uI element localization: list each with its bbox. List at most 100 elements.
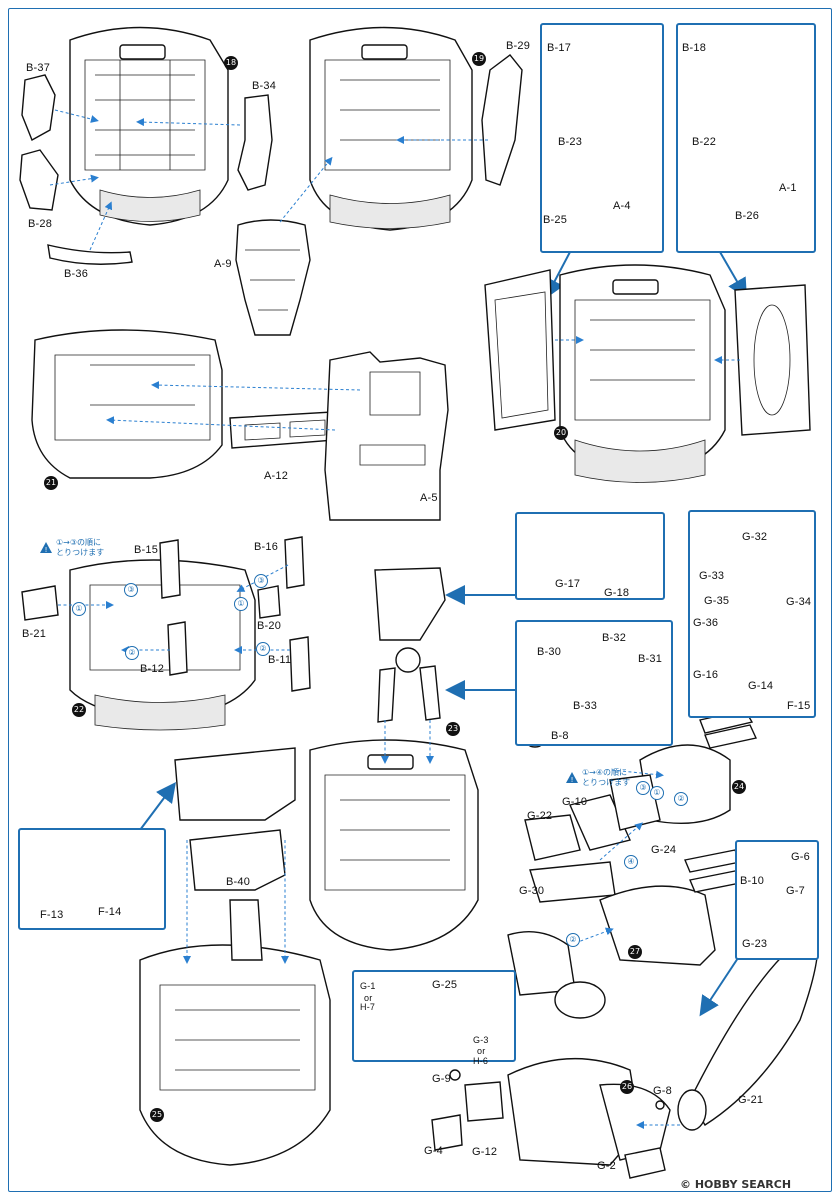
label-a1: A-1 <box>779 182 797 194</box>
label-b23: B-23 <box>558 136 583 148</box>
label-g25: G-25 <box>432 979 458 991</box>
step-badge-25: 25 <box>150 1108 164 1122</box>
label-g6: G-6 <box>791 851 810 863</box>
label-g2: G-2 <box>597 1160 616 1172</box>
parts-box-f13 <box>18 828 166 930</box>
step-badge-21: 21 <box>44 476 58 490</box>
label-g17: G-17 <box>555 578 581 590</box>
step-badge-20: 20 <box>554 426 568 440</box>
label-or-1: or <box>364 993 373 1003</box>
label-f15: F-15 <box>787 700 811 712</box>
label-b16: B-16 <box>254 541 279 553</box>
svg-text:!: ! <box>571 776 574 783</box>
torso-step20 <box>484 264 811 483</box>
label-b11: B-11 <box>268 654 292 666</box>
label-g32: G-32 <box>742 531 768 543</box>
parts-box-b30 <box>515 620 673 746</box>
head-step27 <box>507 849 746 1019</box>
torso-step19 <box>309 26 473 231</box>
step-badge-22: 22 <box>72 703 86 717</box>
label-g34: G-34 <box>786 596 812 608</box>
label-b18: B-18 <box>682 42 707 54</box>
label-f14: F-14 <box>98 906 122 918</box>
label-a9: A-9 <box>214 258 232 270</box>
label-b40: B-40 <box>226 876 251 888</box>
label-b30: B-30 <box>537 646 562 658</box>
label-g21: G-21 <box>738 1094 764 1106</box>
label-a12: A-12 <box>264 470 289 482</box>
label-b37: B-37 <box>26 62 51 74</box>
label-g10: G-10 <box>562 796 588 808</box>
label-g18: G-18 <box>604 587 630 599</box>
parts-step18 <box>19 74 273 265</box>
label-g8: G-8 <box>653 1085 672 1097</box>
note-order-1-4: ①→④の順に とりつけます <box>582 768 631 787</box>
label-g3: G-3 <box>473 1035 489 1045</box>
warning-icon: ! <box>40 542 52 553</box>
label-b36: B-36 <box>64 268 89 280</box>
parts-box-a4 <box>540 23 664 253</box>
order-circle-2c: ② <box>674 792 688 806</box>
label-g35: G-35 <box>704 595 730 607</box>
label-b10: B-10 <box>740 875 765 887</box>
order-circle-3b: ③ <box>254 574 268 588</box>
label-b29: B-29 <box>506 40 531 52</box>
label-b32: B-32 <box>602 632 627 644</box>
order-circle-1c: ① <box>650 786 664 800</box>
watermark: © HOBBY SEARCH <box>680 1178 792 1191</box>
label-a5: A-5 <box>420 492 438 504</box>
label-g30: G-30 <box>519 885 545 897</box>
label-h7: H-7 <box>360 1002 376 1012</box>
parts-box-g32 <box>688 510 816 718</box>
label-g4: G-4 <box>424 1145 443 1157</box>
parts-box-a1 <box>676 23 816 253</box>
step-badge-18: 18 <box>224 56 238 70</box>
head-step28 <box>431 1058 671 1179</box>
label-a4: A-4 <box>613 200 631 212</box>
label-g16: G-16 <box>693 669 719 681</box>
step-badge-24: 24 <box>732 780 746 794</box>
step-badge-23: 23 <box>446 722 460 736</box>
part-b29 <box>481 54 523 186</box>
order-circle-2: ② <box>125 646 139 660</box>
order-circle-2d: ② <box>566 933 580 947</box>
label-g23: G-23 <box>742 938 768 950</box>
head-step24 <box>524 709 758 903</box>
label-b20: B-20 <box>257 620 282 632</box>
label-h6: H-6 <box>473 1056 489 1066</box>
page-frame <box>8 8 832 1192</box>
note-order-1-3: ①→③の順に とりつけます <box>56 538 105 557</box>
torso-step22 <box>21 536 311 731</box>
torso-step25 <box>139 747 331 1166</box>
part-a9 <box>235 219 311 336</box>
parts-box-g17 <box>515 512 665 600</box>
part-g21 <box>677 929 819 1131</box>
label-f13: F-13 <box>40 909 64 921</box>
torso-step21 <box>31 329 223 479</box>
label-b22: B-22 <box>692 136 717 148</box>
label-g9: G-9 <box>432 1073 451 1085</box>
label-or-2: or <box>477 1046 486 1056</box>
label-b33: B-33 <box>573 700 598 712</box>
order-circle-3: ③ <box>124 583 138 597</box>
step-badge-27: 27 <box>628 945 642 959</box>
label-b15: B-15 <box>134 544 159 556</box>
part-a12 <box>229 411 336 449</box>
label-g7: G-7 <box>786 885 805 897</box>
warning-icon: ! <box>566 772 578 783</box>
label-b17: B-17 <box>547 42 572 54</box>
torso-step18 <box>69 26 229 226</box>
label-b12: B-12 <box>140 663 165 675</box>
step-badge-19: 19 <box>472 52 486 66</box>
label-g1: G-1 <box>360 981 376 991</box>
order-circle-1b: ① <box>234 597 248 611</box>
order-circle-3c: ③ <box>636 781 650 795</box>
label-b8: B-8 <box>551 730 569 742</box>
label-b25: B-25 <box>543 214 568 226</box>
head-inner-step23 <box>374 567 446 723</box>
label-b31: B-31 <box>638 653 663 665</box>
label-b21: B-21 <box>22 628 47 640</box>
order-circle-4: ④ <box>624 855 638 869</box>
torso-step23 <box>309 739 479 951</box>
label-g12: G-12 <box>472 1146 498 1158</box>
